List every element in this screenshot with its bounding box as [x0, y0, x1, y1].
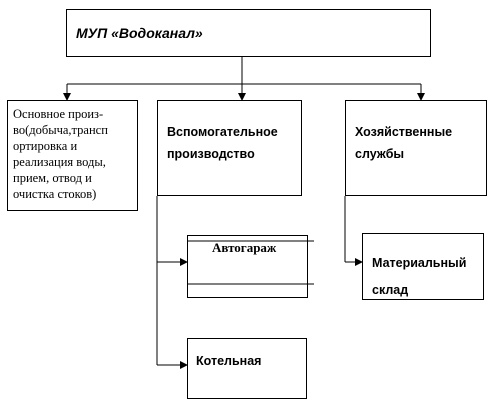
- warehouse-node: Материальный склад: [362, 233, 484, 300]
- main-production-line: во(добыча,трансп: [13, 123, 108, 137]
- garage-label: Автогараж: [212, 240, 277, 255]
- garage-node: Автогараж: [187, 235, 308, 298]
- boiler-label: Котельная: [196, 354, 262, 368]
- main-production-label: Основное произ- во(добыча,трансп ортиров…: [13, 106, 108, 202]
- main-production-line: ортировка и: [13, 139, 78, 153]
- auxiliary-line: производство: [167, 147, 255, 161]
- warehouse-line: Материальный: [372, 256, 467, 270]
- main-production-line: реализация воды,: [13, 155, 106, 169]
- root-label: МУП «Водоканал»: [76, 25, 203, 41]
- household-line: службы: [355, 147, 405, 161]
- auxiliary-line: Вспомогательное: [167, 125, 278, 139]
- household-line: Хозяйственные: [355, 125, 453, 139]
- main-production-line: прием, отвод и: [13, 171, 92, 185]
- boiler-node: Котельная: [187, 338, 307, 399]
- warehouse-line: склад: [372, 283, 409, 297]
- household-services-label: Хозяйственные службы: [355, 121, 452, 165]
- main-production-line: очистка стоков): [13, 187, 97, 201]
- household-services-node: Хозяйственные службы: [345, 100, 487, 196]
- warehouse-label: Материальный склад: [372, 250, 466, 304]
- main-production-line: Основное произ-: [13, 107, 104, 121]
- main-production-node: Основное произ- во(добыча,трансп ортиров…: [7, 100, 138, 211]
- auxiliary-production-label: Вспомогательное производство: [167, 121, 278, 165]
- auxiliary-production-node: Вспомогательное производство: [157, 100, 302, 196]
- root-node: МУП «Водоканал»: [66, 9, 431, 57]
